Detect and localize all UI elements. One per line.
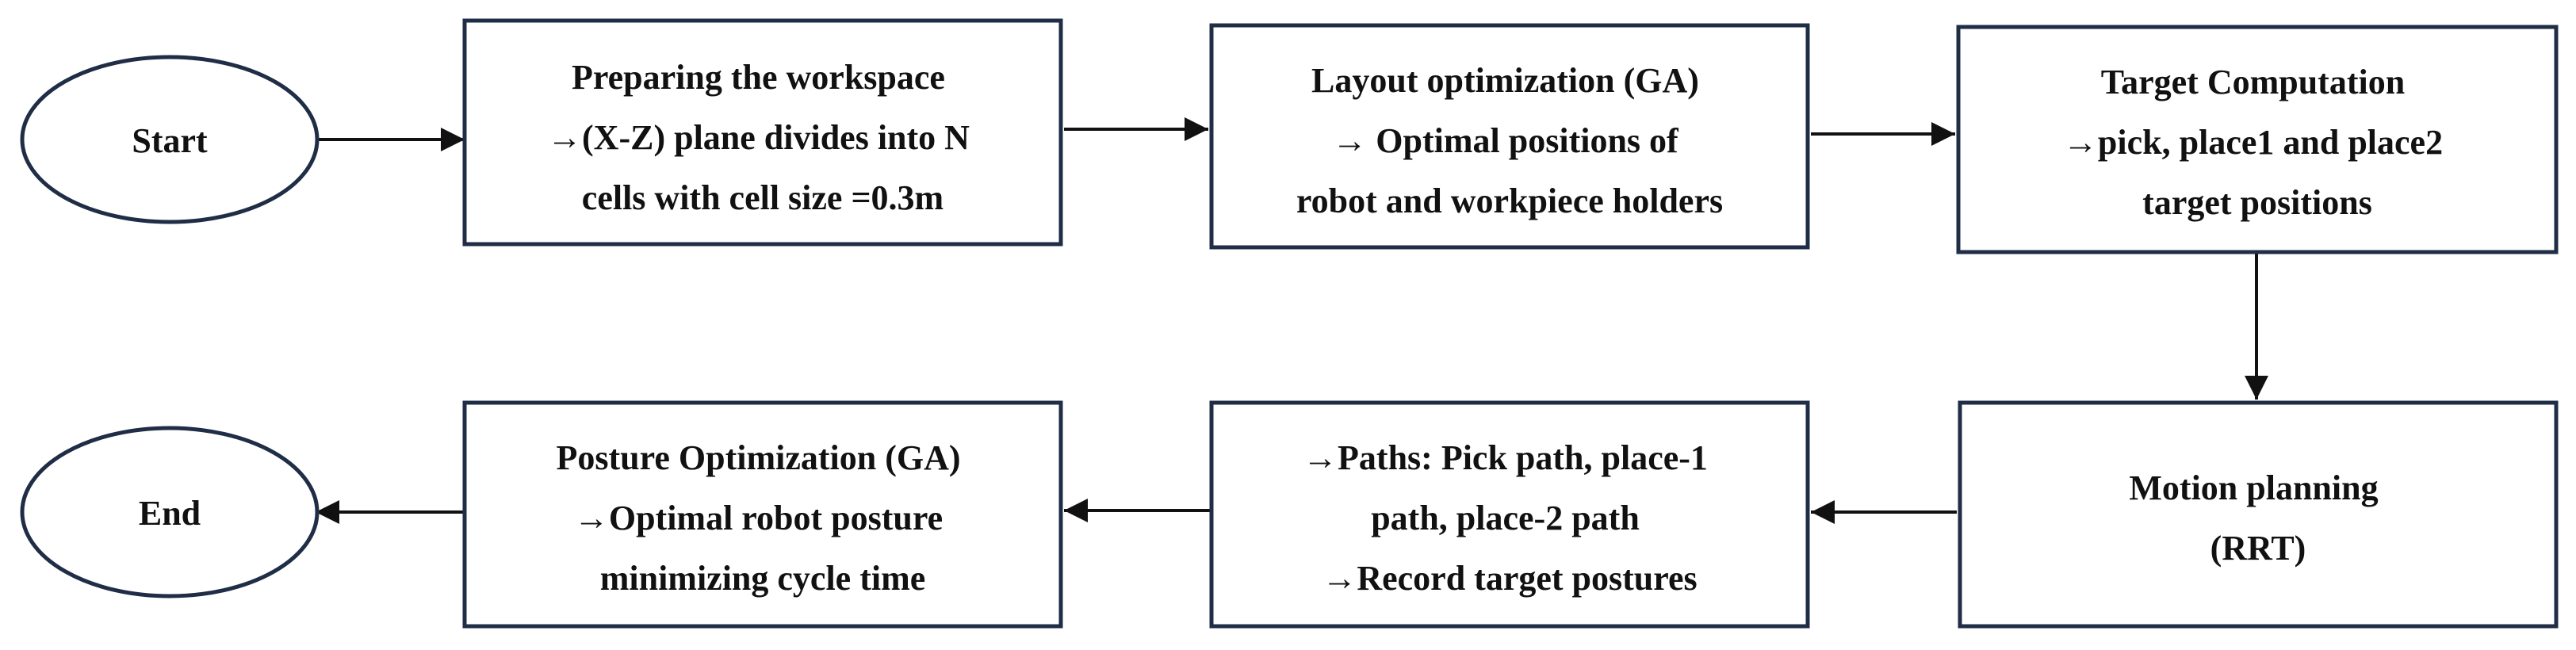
prepare-label: Preparing the workspace →(X-Z) plane div… <box>547 58 978 217</box>
layout-label: Layout optimization (GA) → Optimal posit… <box>1296 61 1723 220</box>
paths-box <box>1209 400 1810 629</box>
node-prepare: Preparing the workspace →(X-Z) plane div… <box>462 18 1063 247</box>
node-end: End <box>20 426 320 598</box>
start-label: Start <box>132 121 208 160</box>
node-paths: →Paths: Pick path, place-1 path, place-2… <box>1209 400 1810 629</box>
start-ellipse <box>20 55 320 224</box>
posture-label: Posture Optimization (GA) →Optimal robot… <box>556 438 969 598</box>
paths-label: →Paths: Pick path, place-1 path, place-2… <box>1303 438 1717 598</box>
target-label: Target Computation →pick, place1 and pla… <box>2063 63 2452 222</box>
motion-box <box>1958 400 2559 629</box>
prepare-box <box>462 18 1063 247</box>
target-box <box>1956 25 2559 254</box>
node-layout: Layout optimization (GA) → Optimal posit… <box>1209 23 1810 250</box>
end-ellipse <box>20 426 320 598</box>
node-target: Target Computation →pick, place1 and pla… <box>1956 25 2559 254</box>
layout-box <box>1209 23 1810 250</box>
motion-label: Motion planning (RRT) <box>2129 468 2387 568</box>
posture-box <box>462 400 1063 629</box>
node-motion: Motion planning (RRT) <box>1958 400 2559 629</box>
node-start: Start <box>20 55 320 224</box>
end-label: End <box>139 494 201 533</box>
node-posture: Posture Optimization (GA) →Optimal robot… <box>462 400 1063 629</box>
